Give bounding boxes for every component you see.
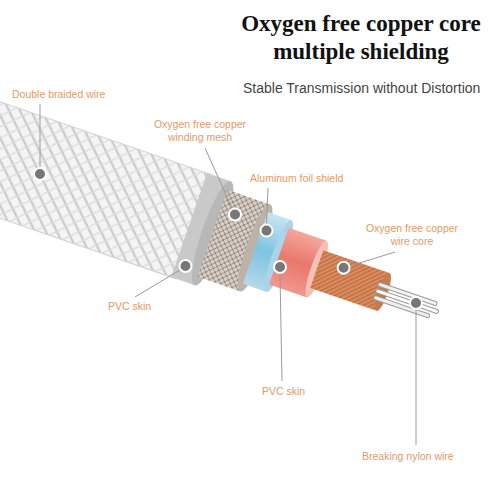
part-label: PVC skin xyxy=(108,300,151,313)
part-label: Aluminum foil shield xyxy=(250,172,343,185)
part-label: Double braided wire xyxy=(12,88,105,101)
part-label: Oxygen free copper wire core xyxy=(362,222,462,248)
title: Oxygen free copper core multiple shieldi… xyxy=(228,10,494,65)
part-label: Breaking nylon wire xyxy=(362,450,454,463)
subtitle: Stable Transmission without Distortion xyxy=(243,80,480,96)
part-label: PVC skin xyxy=(262,385,305,398)
part-label: Oxygen free copper winding mesh xyxy=(140,118,260,144)
